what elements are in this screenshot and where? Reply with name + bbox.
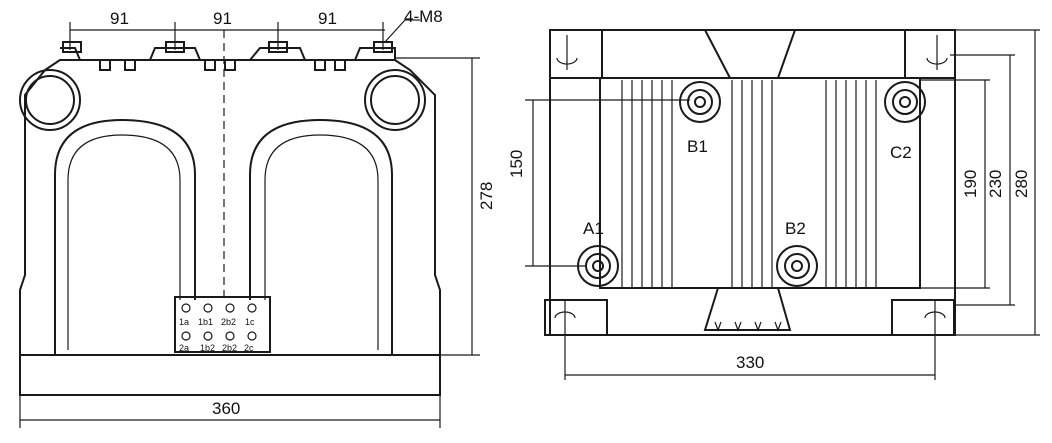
terminal-label-1b2: 1b2 (200, 343, 215, 353)
right-u-opening (249, 118, 393, 355)
terminal-label-2c: 2c (244, 343, 254, 353)
left-dim-label: 150 (507, 150, 526, 178)
spacing-label-3: 91 (318, 9, 337, 28)
terminal-label-b2: B2 (785, 219, 806, 238)
height-label: 278 (477, 182, 496, 210)
terminal-label-1a: 1a (179, 317, 189, 327)
left-dimension-150: 150 (507, 99, 690, 267)
bottom-dim-label: 330 (736, 353, 764, 372)
terminal-label-2a: 2a (179, 343, 189, 353)
terminal-c2 (884, 81, 926, 123)
left-u-opening (54, 118, 196, 355)
terminal-label-2b2-top: 2b2 (221, 317, 236, 327)
right-u-inner (264, 134, 379, 350)
top-left-bracket (549, 29, 603, 79)
left-base-plate (19, 354, 441, 396)
winding-group-2 (731, 80, 773, 288)
terminal-label-a1: A1 (583, 219, 604, 238)
top-funnel (704, 29, 796, 79)
right-dimensions: 190 230 280 (920, 29, 1040, 336)
winding-group-1 (621, 80, 673, 288)
dim-label-230: 230 (986, 170, 1005, 198)
width-dimension: 360 (19, 395, 441, 428)
bottom-dimension-330: 330 (564, 335, 936, 380)
left-end-ring (19, 69, 81, 131)
terminal-screws (181, 303, 257, 341)
terminal-b2 (776, 245, 818, 287)
terminal-block: 1a 1b1 2b2 1c 2a 1b2 2b2 2c (174, 296, 271, 353)
bottom-funnel (703, 287, 792, 331)
left-body-outline (19, 59, 441, 356)
winding-group-3 (825, 80, 877, 288)
terminal-label-b1: B1 (687, 137, 708, 156)
terminal-b1 (679, 81, 721, 123)
spacing-label-1: 91 (110, 9, 129, 28)
width-label: 360 (212, 399, 240, 418)
left-u-inner (67, 134, 181, 350)
top-body-band (60, 47, 81, 61)
terminal-label-1b1: 1b1 (198, 317, 213, 327)
core-body (599, 77, 921, 289)
top-comb (60, 47, 396, 71)
terminal-label-1c: 1c (245, 317, 255, 327)
height-dimension: 278 (395, 57, 496, 356)
mounting-holes (554, 35, 948, 335)
top-right-bracket (904, 29, 956, 79)
bottom-right-bracket (891, 299, 955, 336)
bottom-left-bracket (544, 299, 608, 336)
spacing-dimension: 91 91 91 (69, 9, 385, 50)
spacing-label-2: 91 (213, 9, 232, 28)
terminal-label-2b2-bottom: 2b2 (222, 343, 237, 353)
dim-label-280: 280 (1012, 170, 1031, 198)
left-view: 91 91 91 4-M8 (19, 7, 496, 428)
bolt-callout: 4-M8 (384, 7, 443, 43)
bottom-arrows (714, 321, 782, 332)
right-frame (549, 29, 956, 336)
dim-label-190: 190 (961, 170, 980, 198)
right-view: B1 C2 A1 B2 150 190 230 280 (507, 29, 1040, 380)
right-end-ring (364, 69, 426, 131)
bolt-callout-label: 4-M8 (404, 7, 443, 26)
bolt-heads (62, 41, 393, 53)
terminal-label-c2: C2 (890, 143, 912, 162)
